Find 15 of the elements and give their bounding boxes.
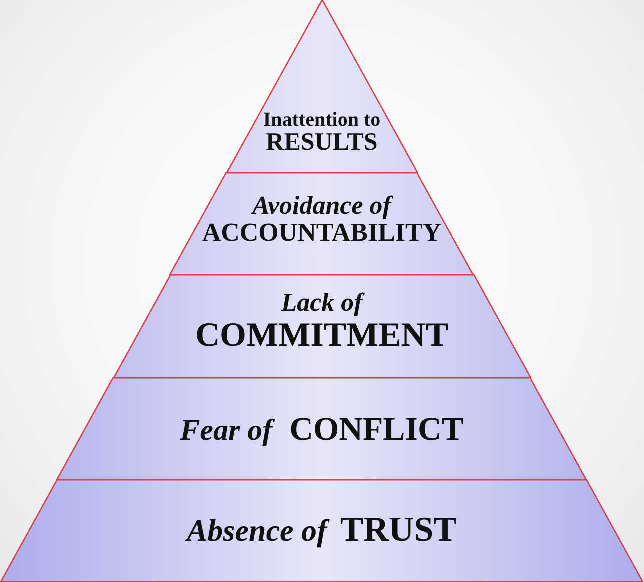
tier-title: TRUST — [340, 512, 458, 546]
tier-label: Lack of — [281, 290, 363, 316]
tier-title: COMMITMENT — [195, 319, 449, 353]
tier-label: Inattention to — [263, 110, 381, 130]
pyramid-tier — [226, 0, 418, 174]
pyramid-tier — [169, 172, 475, 276]
tier-label: Avoidance of — [252, 193, 392, 219]
tier-title: ACCOUNTABILITY — [202, 220, 442, 246]
pyramid-tier — [112, 274, 532, 379]
pyramid-tier — [0, 479, 644, 582]
tier-label: Absence of — [186, 514, 328, 546]
tier-title: CONFLICT — [290, 414, 464, 446]
tier-title: RESULTS — [266, 130, 378, 154]
tier-label: Fear of — [180, 416, 273, 446]
pyramid-tier — [56, 377, 588, 481]
